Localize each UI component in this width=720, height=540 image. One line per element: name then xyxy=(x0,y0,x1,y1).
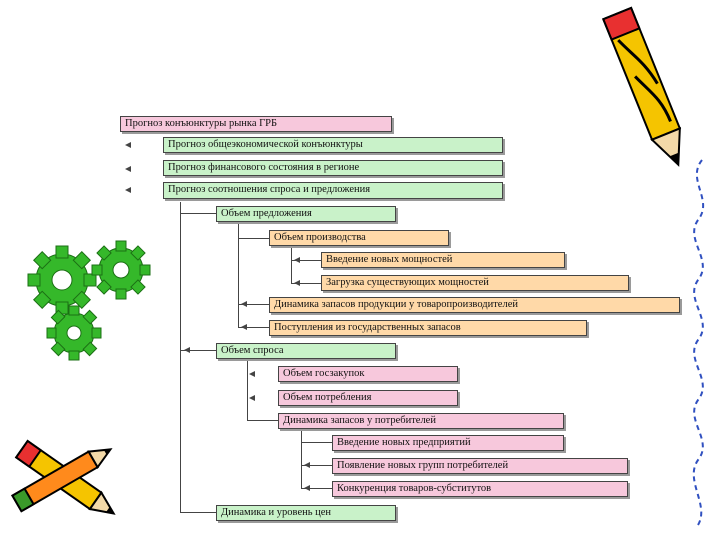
arrow-icon xyxy=(249,371,255,377)
connector xyxy=(291,246,292,284)
connector xyxy=(301,428,302,489)
connector xyxy=(180,512,216,513)
arrow-icon xyxy=(125,187,131,193)
price-box: Динамика и уровень цен xyxy=(216,505,396,521)
connector xyxy=(247,420,278,421)
connector xyxy=(301,442,332,443)
arrow-icon xyxy=(125,166,131,172)
connector xyxy=(180,202,181,513)
arrow-icon xyxy=(304,485,310,491)
gear-icon xyxy=(27,240,151,361)
pencil-icon xyxy=(602,6,682,167)
connector xyxy=(238,327,269,328)
wavy-border-icon xyxy=(692,159,705,526)
arrow-icon xyxy=(241,324,247,330)
connector xyxy=(291,260,321,261)
substitutes-box: Конкуренция товаров-субститутов xyxy=(332,481,628,497)
connector xyxy=(180,213,216,214)
level1-box-0: Прогноз общеэкономической конъюнктуры xyxy=(163,137,503,153)
connector xyxy=(238,304,269,305)
new-consumers-box: Появление новых групп потребителей xyxy=(332,458,628,474)
level1-box-1: Прогноз финансового состояния в регионе xyxy=(163,160,503,176)
consumer-stock-box: Динамика запасов у потребителей xyxy=(278,413,564,429)
consumption-box: Объем потребления xyxy=(278,390,458,406)
arrow-icon xyxy=(249,395,255,401)
connector xyxy=(238,238,269,239)
demand-box: Объем спроса xyxy=(216,343,396,359)
state-reserves-box: Поступления из государственных запасов xyxy=(269,320,587,336)
level1-box-2: Прогноз соотношения спроса и предложения xyxy=(163,182,503,199)
pencils-icon xyxy=(11,439,116,515)
arrow-icon xyxy=(125,142,131,148)
new-enterprises-box: Введение новых предприятий xyxy=(332,435,564,451)
connector xyxy=(301,488,332,489)
production-box: Объем производства xyxy=(269,230,449,246)
arrow-icon xyxy=(184,347,190,353)
capacity-load-box: Загрузка существующих мощностей xyxy=(321,275,629,291)
connector xyxy=(238,221,239,328)
connector xyxy=(301,465,332,466)
root-box: Прогноз конъюнктуры рынка ГРБ xyxy=(120,116,392,132)
connector xyxy=(247,358,248,421)
supply-box: Объем предложения xyxy=(216,206,396,222)
arrow-icon xyxy=(294,257,300,263)
connector xyxy=(180,350,216,351)
arrow-icon xyxy=(304,462,310,468)
new-capacity-box: Введение новых мощностей xyxy=(321,252,565,268)
producer-stock-box: Динамика запасов продукции у товаропроиз… xyxy=(269,297,680,313)
connector xyxy=(291,283,321,284)
arrow-icon xyxy=(241,301,247,307)
gov-purchase-box: Объем госзакупок xyxy=(278,366,458,382)
arrow-icon xyxy=(294,280,300,286)
